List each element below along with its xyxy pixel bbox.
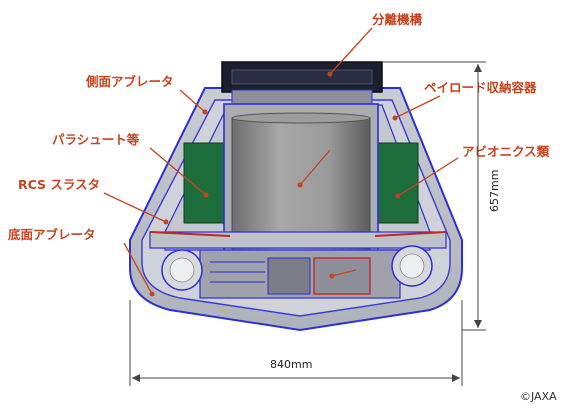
height-dimension xyxy=(382,61,486,331)
rcs-line-left xyxy=(149,231,231,237)
avionics-panel xyxy=(375,142,419,224)
separation-mechanism-detail xyxy=(231,69,373,85)
height-value: 657mm xyxy=(488,170,501,212)
tank-left-inner xyxy=(169,257,195,283)
avionics-box-2 xyxy=(313,257,371,295)
leader-avionics xyxy=(397,157,459,197)
tank-right-inner xyxy=(399,253,425,279)
label-side-ablator: 側面アブレータ xyxy=(85,74,174,89)
leader-dot xyxy=(163,219,169,225)
label-avionics: アビオニクス類 xyxy=(462,144,550,159)
leader-dot xyxy=(203,192,209,198)
leader-dot xyxy=(327,71,333,77)
leader-separation xyxy=(329,27,373,75)
payload-lid xyxy=(231,112,371,124)
label-bottom-ablator: 底面アブレータ xyxy=(8,227,96,242)
separation-base xyxy=(231,89,373,105)
leader-dot xyxy=(392,115,398,121)
leader-dot xyxy=(149,291,155,297)
width-value: 840mm xyxy=(270,358,312,371)
avionics-box-1 xyxy=(267,257,311,295)
copyright-notice: ©JAXA xyxy=(520,390,557,403)
leader-bottom-ablator xyxy=(123,242,153,295)
leader-avionics-box xyxy=(331,269,357,277)
parachute-panel xyxy=(183,142,229,224)
rcs-line-right xyxy=(374,231,447,237)
leader-rcs xyxy=(103,192,167,223)
leader-side-ablator xyxy=(179,89,206,113)
label-parachute: パラシュート等 xyxy=(52,132,140,147)
leader-parachute xyxy=(149,147,207,196)
label-separation-mechanism: 分離機構 xyxy=(372,12,423,27)
label-payload-container: ペイロード収納容器 xyxy=(424,80,537,95)
leader-dot xyxy=(202,109,208,115)
leader-dot xyxy=(297,182,303,188)
label-rcs-thruster: RCS スラスタ xyxy=(18,177,100,192)
leader-dot xyxy=(395,193,401,199)
width-dimension xyxy=(129,300,463,386)
leader-dot xyxy=(329,273,335,279)
leader-payload xyxy=(394,95,441,119)
leader-payload-center xyxy=(299,149,331,186)
